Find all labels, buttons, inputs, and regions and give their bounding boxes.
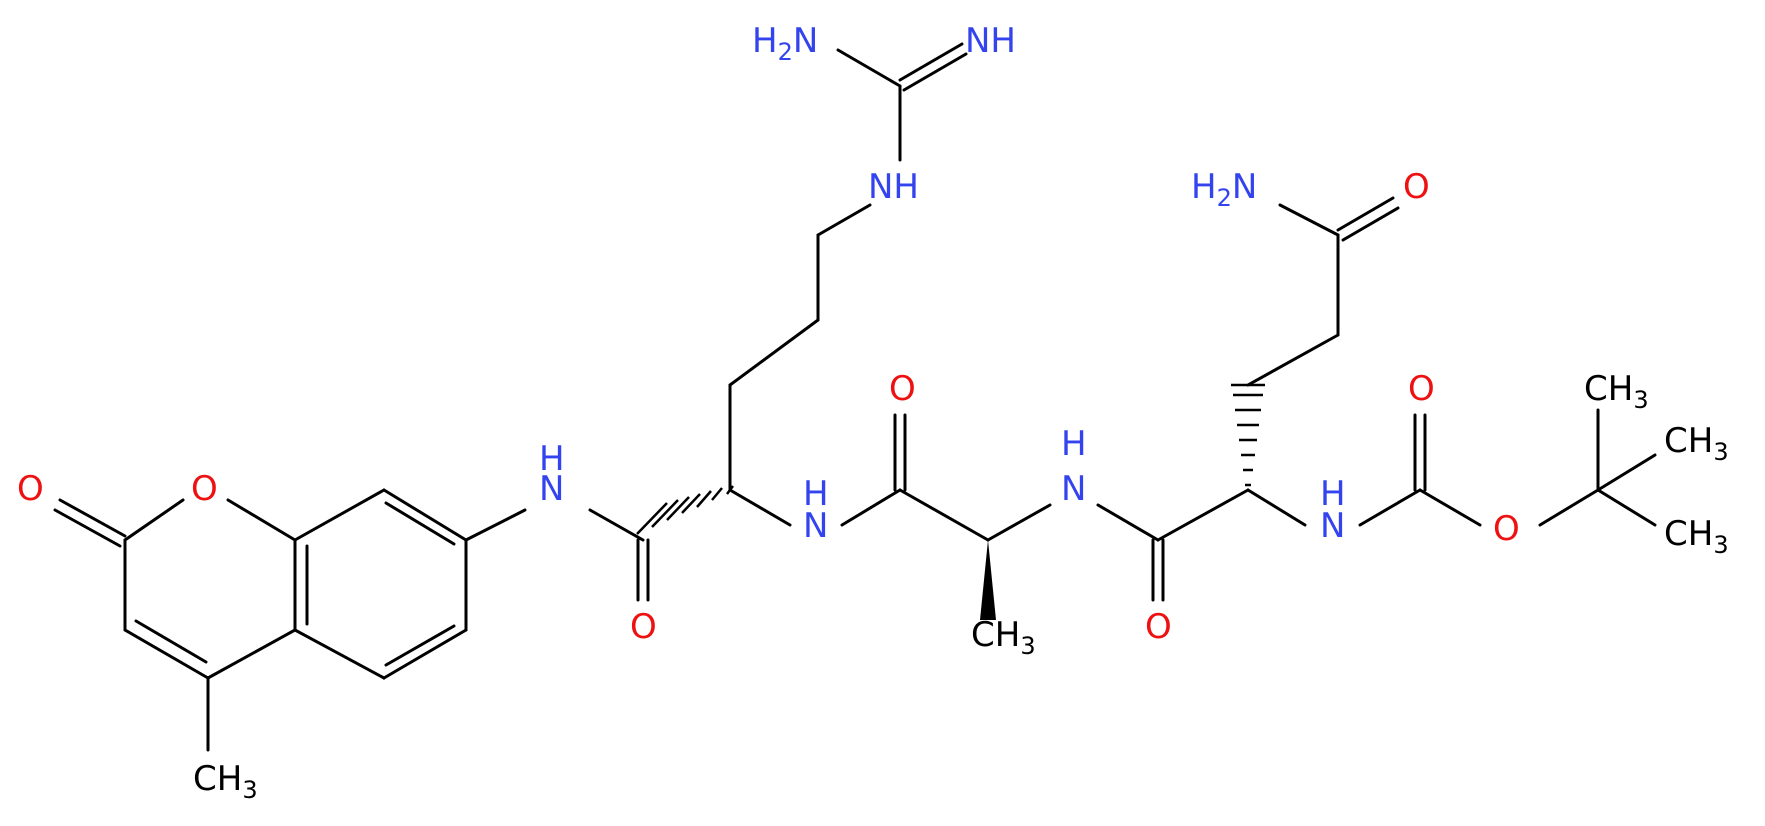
atom-ala-methyl: CH3: [971, 615, 1036, 660]
atom-ring-oxygen: O: [191, 469, 218, 509]
bond-arg-co-n: [588, 508, 645, 542]
atom-amide-h-coumarin: H: [539, 439, 565, 479]
atom-coumarin-methyl: CH3: [193, 759, 258, 804]
bond-tbu-me2: [1596, 453, 1657, 492]
bond-pyr-c4c4a: [206, 628, 297, 680]
bond-ring-3: [293, 628, 386, 680]
bond-amide-ring: [464, 508, 527, 542]
bond-arg-ca-nh: [728, 488, 792, 527]
bond-guan-nh2: [836, 48, 902, 88]
atom-arg-ala-n: N: [803, 506, 828, 546]
stereo-bonds: [636, 383, 1265, 620]
atom-guan-nh2: H2N: [752, 21, 818, 66]
bond-pyr-co-b: [53, 508, 122, 548]
bond-guan-eq-nh-a: [898, 42, 964, 82]
bond-pyr-c3c4: [123, 628, 210, 680]
hashed-wedge-arg: [636, 485, 734, 535]
bond-ala-nh-co: [840, 488, 902, 527]
atom-arg-ala-h: H: [803, 474, 829, 514]
atom-tbu-methyl-1: CH3: [1584, 369, 1649, 414]
bond-gln-co-ca: [1156, 488, 1250, 542]
bond-pyr-o1: [226, 498, 297, 542]
bond-pyr-co-a: [58, 498, 127, 538]
bond-tbu-me3: [1596, 488, 1657, 527]
atom-ala-gln-n: N: [1061, 469, 1086, 509]
atom-tbu-methyl-3: CH3: [1664, 514, 1729, 559]
bond-ring-5: [293, 488, 386, 542]
bond-gln-ca-nh: [1246, 488, 1307, 527]
bond-gln-s1: [1246, 333, 1340, 387]
bond-pyr-c3c4i: [134, 619, 208, 664]
atom-amide-n-coumarin: N: [539, 469, 564, 509]
bond-pyr-o2: [123, 498, 185, 542]
atom-labels: H2N NH NH H N O O CH3 O H N O CH3 H N O: [17, 21, 1729, 804]
atom-ala-gln-h: H: [1061, 424, 1087, 464]
bond-ring-6i: [384, 501, 456, 546]
bond-guan-eq-nh-b: [902, 52, 968, 92]
bond-ala-ca-nh: [986, 503, 1052, 542]
hashed-wedge-gln: [1231, 383, 1265, 487]
atom-boc-carbonyl-o: O: [1408, 369, 1435, 409]
bond-boc-n-c: [1358, 488, 1422, 527]
solid-wedge-ala: [980, 540, 996, 620]
atom-arg-carbonyl-o: O: [630, 607, 657, 647]
bond-ring-2: [382, 628, 468, 680]
bond-ala-nh-co2: [1096, 503, 1160, 542]
atom-boc-n: N: [1320, 506, 1345, 546]
atom-gln-amide-o: O: [1403, 167, 1430, 207]
atom-guan-imine: NH: [965, 21, 1016, 61]
bond-gln-co2-a: [1336, 196, 1395, 232]
bonds: [53, 42, 1657, 752]
bond-ala-co-ca: [898, 488, 990, 542]
bond-boc-o-tbu: [1538, 488, 1600, 527]
atom-arg-nh: NH: [868, 167, 919, 207]
bond-gln-co2-b: [1341, 206, 1400, 242]
bond-ring-2i: [384, 624, 456, 667]
bond-gln-s3: [1278, 203, 1340, 237]
atom-boc-h: H: [1320, 474, 1346, 514]
atom-gln-carbonyl-o: O: [1145, 607, 1172, 647]
bond-nh-ch2: [816, 203, 872, 237]
atom-gln-amide-nh2: H2N: [1191, 167, 1257, 212]
bond-ring-6: [382, 488, 468, 542]
atom-ala-carbonyl-o: O: [889, 369, 916, 409]
atom-tbu-methyl-2: CH3: [1664, 421, 1729, 466]
bond-side-2: [728, 318, 820, 387]
atom-lactone-oxygen: O: [17, 469, 44, 509]
atom-boc-ester-o: O: [1493, 509, 1520, 549]
bond-boc-c-o: [1418, 488, 1482, 527]
